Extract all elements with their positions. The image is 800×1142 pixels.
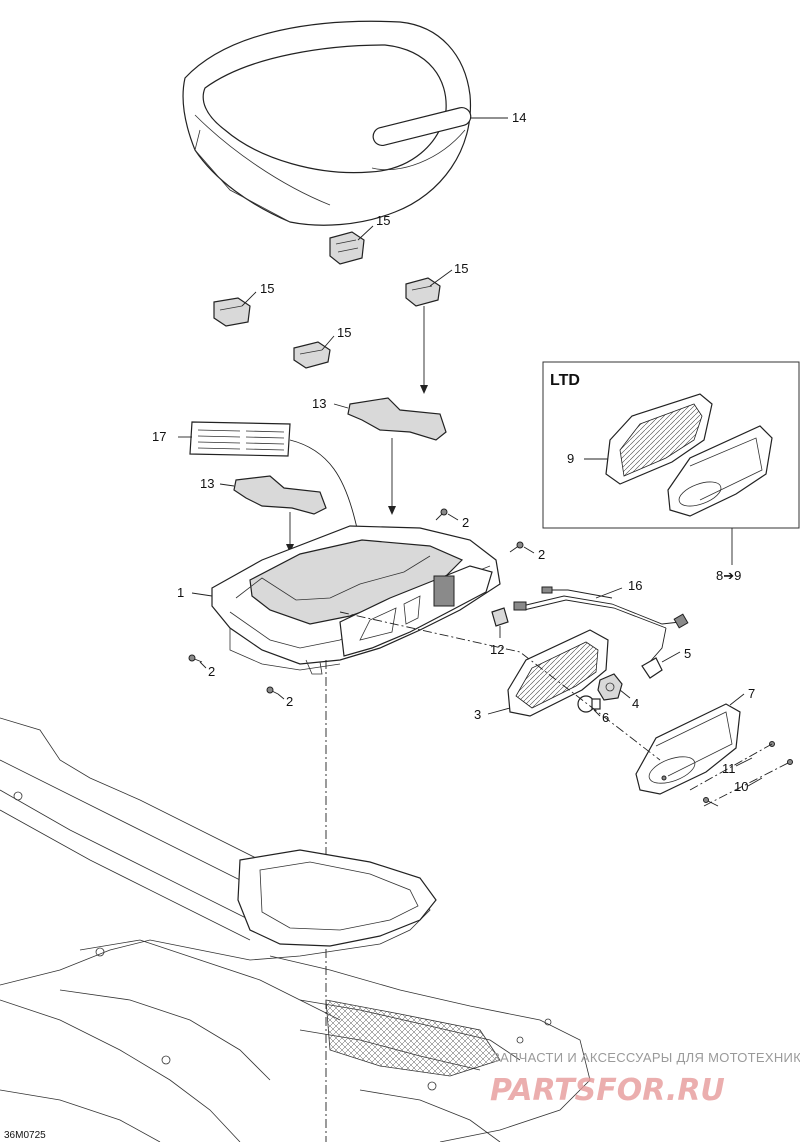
callout-8-9: 8➔9 xyxy=(716,568,741,583)
callout-12: 12 xyxy=(490,642,504,657)
bulb-part xyxy=(577,695,601,713)
callout-5: 5 xyxy=(684,646,691,661)
screw-part-d xyxy=(266,686,279,695)
callout-15-c: 15 xyxy=(260,281,274,296)
clip-part-a xyxy=(329,231,365,265)
callout-2-d: 2 xyxy=(286,694,293,709)
callout-1: 1 xyxy=(177,585,184,600)
ltd-tail-lens-part xyxy=(667,425,773,517)
callout-2-c: 2 xyxy=(208,664,215,679)
storage-compartment-part xyxy=(211,525,501,675)
screw-part-b xyxy=(509,541,524,553)
fastener-parts xyxy=(689,741,793,807)
socket-wire-part xyxy=(641,657,663,679)
ltd-lens-base-part xyxy=(605,393,713,485)
callout-15-b: 15 xyxy=(454,261,468,276)
callout-10: 10 xyxy=(734,779,748,794)
watermark-logo: PARTSFOR.RU xyxy=(490,1073,725,1108)
callout-14: 14 xyxy=(512,110,526,125)
watermark: ЗАПЧАСТИ И АКСЕССУАРЫ ДЛЯ МОТОТЕХНИКИ PA… xyxy=(490,1050,800,1108)
callout-15-d: 15 xyxy=(337,325,351,340)
clip-part-d xyxy=(293,341,331,369)
callout-7: 7 xyxy=(748,686,755,701)
pad-part-upper xyxy=(347,397,447,441)
tail-lens-part xyxy=(635,703,741,795)
seat-cover-part xyxy=(182,20,472,226)
lens-base-part xyxy=(507,629,609,717)
callout-11: 11 xyxy=(722,761,736,776)
callout-13-upper: 13 xyxy=(312,396,326,411)
callout-13-lower: 13 xyxy=(200,476,214,491)
callout-17: 17 xyxy=(152,429,166,444)
callout-16: 16 xyxy=(628,578,642,593)
connector-part xyxy=(491,607,509,627)
warning-decal-part xyxy=(189,421,291,457)
callout-2-a: 2 xyxy=(462,515,469,530)
screw-part-a xyxy=(435,508,448,521)
ltd-title: LTD xyxy=(550,372,580,389)
chassis-frame xyxy=(0,717,591,1142)
lamp-socket-part xyxy=(597,673,623,701)
callout-15-a: 15 xyxy=(376,213,390,228)
callout-3: 3 xyxy=(474,707,481,722)
clip-part-c xyxy=(213,297,251,327)
callout-2-b: 2 xyxy=(538,547,545,562)
wire-harness-part xyxy=(513,586,689,665)
pad-part-lower xyxy=(233,475,327,515)
watermark-tagline: ЗАПЧАСТИ И АКСЕССУАРЫ ДЛЯ МОТОТЕХНИКИ xyxy=(492,1050,800,1065)
callout-9: 9 xyxy=(567,451,574,466)
drawing-code: 36M0725 xyxy=(4,1130,46,1141)
assembly-line-diagonal xyxy=(339,611,661,761)
screw-part-c xyxy=(188,654,203,663)
callout-4: 4 xyxy=(632,696,639,711)
